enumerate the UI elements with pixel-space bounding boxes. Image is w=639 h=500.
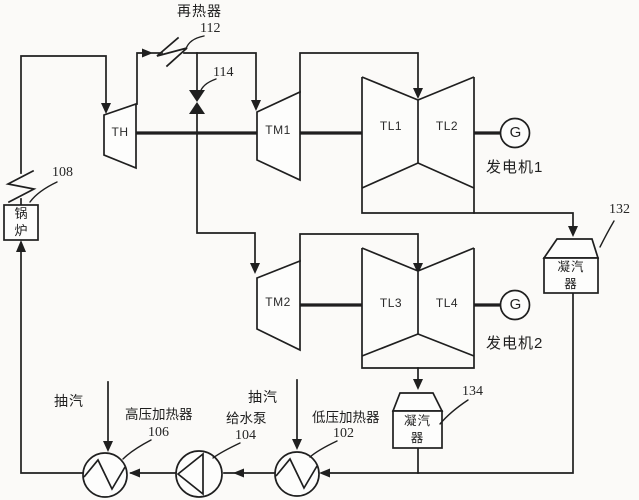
lp-heater-label: 低压加热器 — [312, 410, 380, 425]
ref-108: 108 — [52, 165, 73, 180]
condenser2-label: 凝汽器 — [403, 414, 431, 445]
turbine-tl1-label: TL1 — [379, 119, 403, 133]
extraction1-label: 抽汽 — [54, 393, 84, 409]
arrow-into-condenser1 — [568, 226, 578, 237]
condenser1-feed-line — [473, 212, 574, 230]
generator2-label: 发电机2 — [486, 335, 544, 352]
hp-heater-label: 高压加热器 — [125, 407, 193, 422]
feed-pump-symbol — [175, 450, 223, 498]
arrow-into-tl12 — [413, 88, 423, 99]
leader-104 — [212, 442, 241, 459]
ref-114: 114 — [213, 65, 234, 80]
turbine-th-label: TH — [111, 125, 129, 139]
condenser2-symbol — [391, 392, 444, 449]
arrow-reheat-right — [142, 48, 153, 58]
turbine-th-symbol — [103, 102, 137, 170]
hp-heater-symbol — [82, 452, 128, 498]
arrow-into-condenser2 — [413, 379, 423, 390]
arrow-into-tl34 — [413, 263, 423, 274]
arrow-feedwater-2 — [233, 468, 244, 478]
arrow-feedwater-3 — [129, 468, 140, 478]
ref-134: 134 — [462, 384, 483, 399]
turbine-tl12-symbol — [361, 76, 475, 214]
arrow-into-th — [101, 103, 111, 114]
leader-112 — [185, 35, 205, 50]
arrow-feedwater-1 — [319, 468, 330, 478]
arrow-into-tm2 — [250, 263, 260, 274]
ref-132: 132 — [609, 202, 630, 217]
generator1-letter: G — [509, 124, 522, 141]
feedwater-line-to-boiler — [20, 249, 85, 474]
reheater-label: 再热器 — [177, 3, 222, 19]
condenser1-symbol — [542, 238, 600, 294]
leader-134 — [439, 399, 469, 425]
leader-108 — [29, 181, 58, 203]
ref-104: 104 — [235, 428, 256, 443]
turbine-tm2-label: TM2 — [265, 295, 291, 309]
condenser1-label-box: 凝汽器 — [544, 258, 598, 293]
turbine-tl34-symbol — [361, 247, 475, 369]
turbine-tm1-label: TM1 — [265, 123, 291, 137]
arrow-into-tm1 — [251, 100, 261, 111]
condenser1-label: 凝汽器 — [557, 260, 585, 291]
feed-pump-label: 给水泵 — [226, 411, 267, 426]
lp-heater-symbol — [274, 451, 320, 497]
turbine-tl4-label: TL4 — [435, 296, 459, 310]
extraction2-label: 抽汽 — [248, 389, 278, 405]
main-steam-line — [20, 55, 107, 174]
turbine-tl3-label: TL3 — [379, 296, 403, 310]
turbine-tm2-symbol — [256, 259, 301, 352]
crossover-line-2 — [299, 233, 419, 267]
ref-106: 106 — [148, 425, 169, 440]
leader-114 — [199, 78, 217, 94]
valve-icon-lower — [189, 102, 205, 114]
reheat-line-to-tm1 — [183, 52, 257, 105]
boiler-label-box: 锅炉 — [4, 205, 38, 240]
valve-branch-to-tm2 — [196, 113, 256, 267]
reheater-break-icon — [156, 36, 188, 68]
valve-icon — [189, 90, 205, 102]
turbine-tm1-symbol — [256, 90, 301, 182]
turbine-tl2-label: TL2 — [435, 119, 459, 133]
arrow-into-hp-heater — [103, 441, 113, 452]
crossover-line-1 — [299, 52, 419, 93]
arrow-into-lp-heater — [292, 439, 302, 450]
arrow-into-boiler — [16, 240, 26, 252]
generator2-letter: G — [509, 296, 522, 313]
generator1-symbol — [499, 117, 531, 149]
generator2-symbol — [499, 289, 531, 321]
leader-102 — [309, 440, 338, 458]
leader-132 — [599, 220, 615, 248]
ref-112: 112 — [200, 21, 221, 36]
boiler-label: 锅炉 — [14, 206, 28, 238]
generator1-label: 发电机1 — [486, 159, 544, 176]
boiler-box — [3, 204, 39, 241]
ref-102: 102 — [333, 426, 354, 441]
leader-106 — [122, 439, 152, 460]
boiler-line-break-icon — [5, 169, 37, 204]
reheat-line-left — [136, 52, 143, 105]
feedwater-line-right — [322, 292, 574, 474]
condenser2-label-box: 凝汽器 — [393, 411, 442, 448]
